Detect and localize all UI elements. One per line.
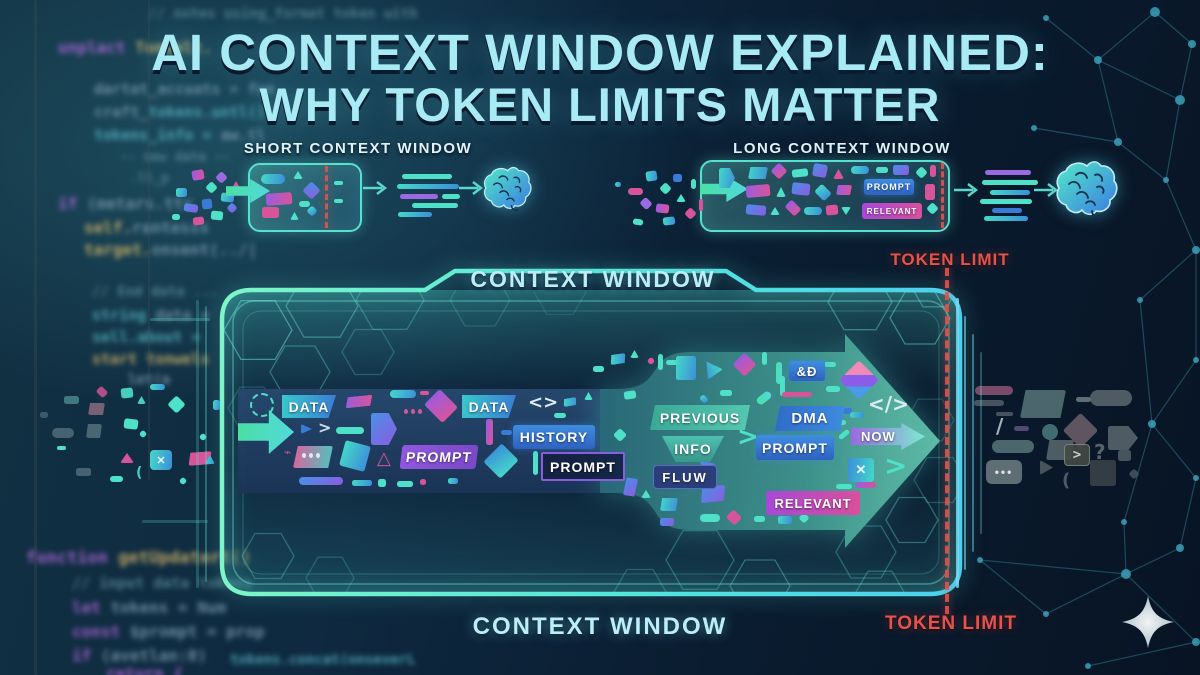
code-line: unplact Tonwelt. xyxy=(58,38,212,57)
code-line: -- new data -- xyxy=(120,150,230,165)
background-haze xyxy=(0,0,700,420)
arrow-right-icon xyxy=(1033,182,1061,203)
code-token: onsent(../| xyxy=(151,240,258,259)
code-token: tokens.concat(onseverL xyxy=(230,652,416,668)
code-token: // notes using_format token with xyxy=(148,6,418,22)
context-window-top-label: CONTEXT WINDOW xyxy=(470,266,716,292)
token-limit-top-label: TOKEN LIMIT xyxy=(890,250,1010,269)
code-token: Tonwelt. xyxy=(135,38,213,57)
context-window-bottom-label: CONTEXT WINDOW xyxy=(472,613,728,640)
code-token: -- new data -- xyxy=(120,150,230,165)
short-token-limit-line xyxy=(325,166,328,228)
code-token: .ll_p xyxy=(130,171,170,186)
code-line: // input data tokens xyxy=(72,574,253,592)
code-token: target. xyxy=(84,240,152,259)
code-line: if (avetlan:0) xyxy=(72,646,207,665)
code-line: // notes using_format token with xyxy=(148,6,418,22)
code-token: // End data ... xyxy=(92,284,219,300)
code-token: let xyxy=(72,598,111,617)
code-line: sell.about = xyxy=(92,328,200,346)
code-token: getUpdatert() xyxy=(118,548,252,568)
code-token: tokens.untl() xyxy=(148,103,266,121)
code-line: dartat_accuats = fun xyxy=(94,80,275,98)
code-token: aw.tl xyxy=(220,126,266,144)
code-token: rantesss xyxy=(132,218,210,237)
token-limit-line xyxy=(945,268,949,614)
code-token: tokens = Num xyxy=(110,598,227,617)
brain-icon xyxy=(482,166,537,218)
sparkle-icon xyxy=(1122,596,1174,648)
code-token: function xyxy=(26,548,119,568)
brain-icon xyxy=(1054,160,1124,225)
code-token: $prompt = prop xyxy=(129,622,265,641)
code-token: sell.about = xyxy=(92,328,201,346)
arrow-right-icon xyxy=(458,180,486,201)
title-line-2: WHY TOKEN LIMITS MATTER xyxy=(259,78,941,132)
code-token: string xyxy=(92,306,156,324)
code-line: tokens.concat(onseverL xyxy=(230,652,415,668)
token-limit-bottom-label: TOKEN LIMIT xyxy=(884,613,1018,634)
code-token: dartat_accuats = fun xyxy=(94,80,275,98)
code-line: if (metars.ttr xyxy=(58,194,193,213)
code-token: const xyxy=(72,622,130,641)
code-line: start tonwels xyxy=(92,350,209,368)
code-token: (avetlan:0) xyxy=(100,646,207,665)
code-token: self. xyxy=(84,218,133,237)
page-title: AI CONTEXT WINDOW EXPLAINED: WHY TOKEN L… xyxy=(0,24,1200,132)
long-token-limit-line xyxy=(941,163,944,228)
title-line-1: AI CONTEXT WINDOW EXPLAINED: xyxy=(151,24,1049,81)
arrow-right-icon xyxy=(953,182,981,203)
code-line: const $prompt = prop xyxy=(72,622,265,641)
long-context-window-label: LONG CONTEXT WINDOW xyxy=(733,140,951,157)
code-line: string data = xyxy=(92,306,209,324)
code-token: data = xyxy=(155,306,210,324)
code-token: (metars.ttr xyxy=(86,194,193,213)
code-token: unplact xyxy=(58,38,136,57)
code-line: .ll_p xyxy=(130,171,169,186)
code-background: // notes using_format token with unplact … xyxy=(0,0,420,675)
short-context-window-label: SHORT CONTEXT WINDOW xyxy=(243,140,473,157)
code-line: self.rantesss xyxy=(84,218,209,237)
code-line: craft_tokens.untl() xyxy=(94,103,266,121)
code-line: // End data ... xyxy=(92,284,218,300)
code-line: target.onsent(../| xyxy=(84,240,257,259)
code-token: tokens_info = xyxy=(94,126,221,144)
code-line: return { xyxy=(106,664,183,675)
code-token: // input data tokens xyxy=(72,574,253,592)
code-token: craft_ xyxy=(94,103,149,121)
code-line: function getUpdatert() xyxy=(26,548,251,568)
arrow-right-icon xyxy=(362,180,390,201)
code-token: if xyxy=(72,646,101,665)
code-line: let tokens = Num xyxy=(72,598,226,617)
code-token: if xyxy=(58,194,87,213)
code-token: start tonwels xyxy=(92,350,210,368)
code-token: return { xyxy=(106,664,184,675)
code-line: tokens_info = aw.tl xyxy=(94,126,266,144)
